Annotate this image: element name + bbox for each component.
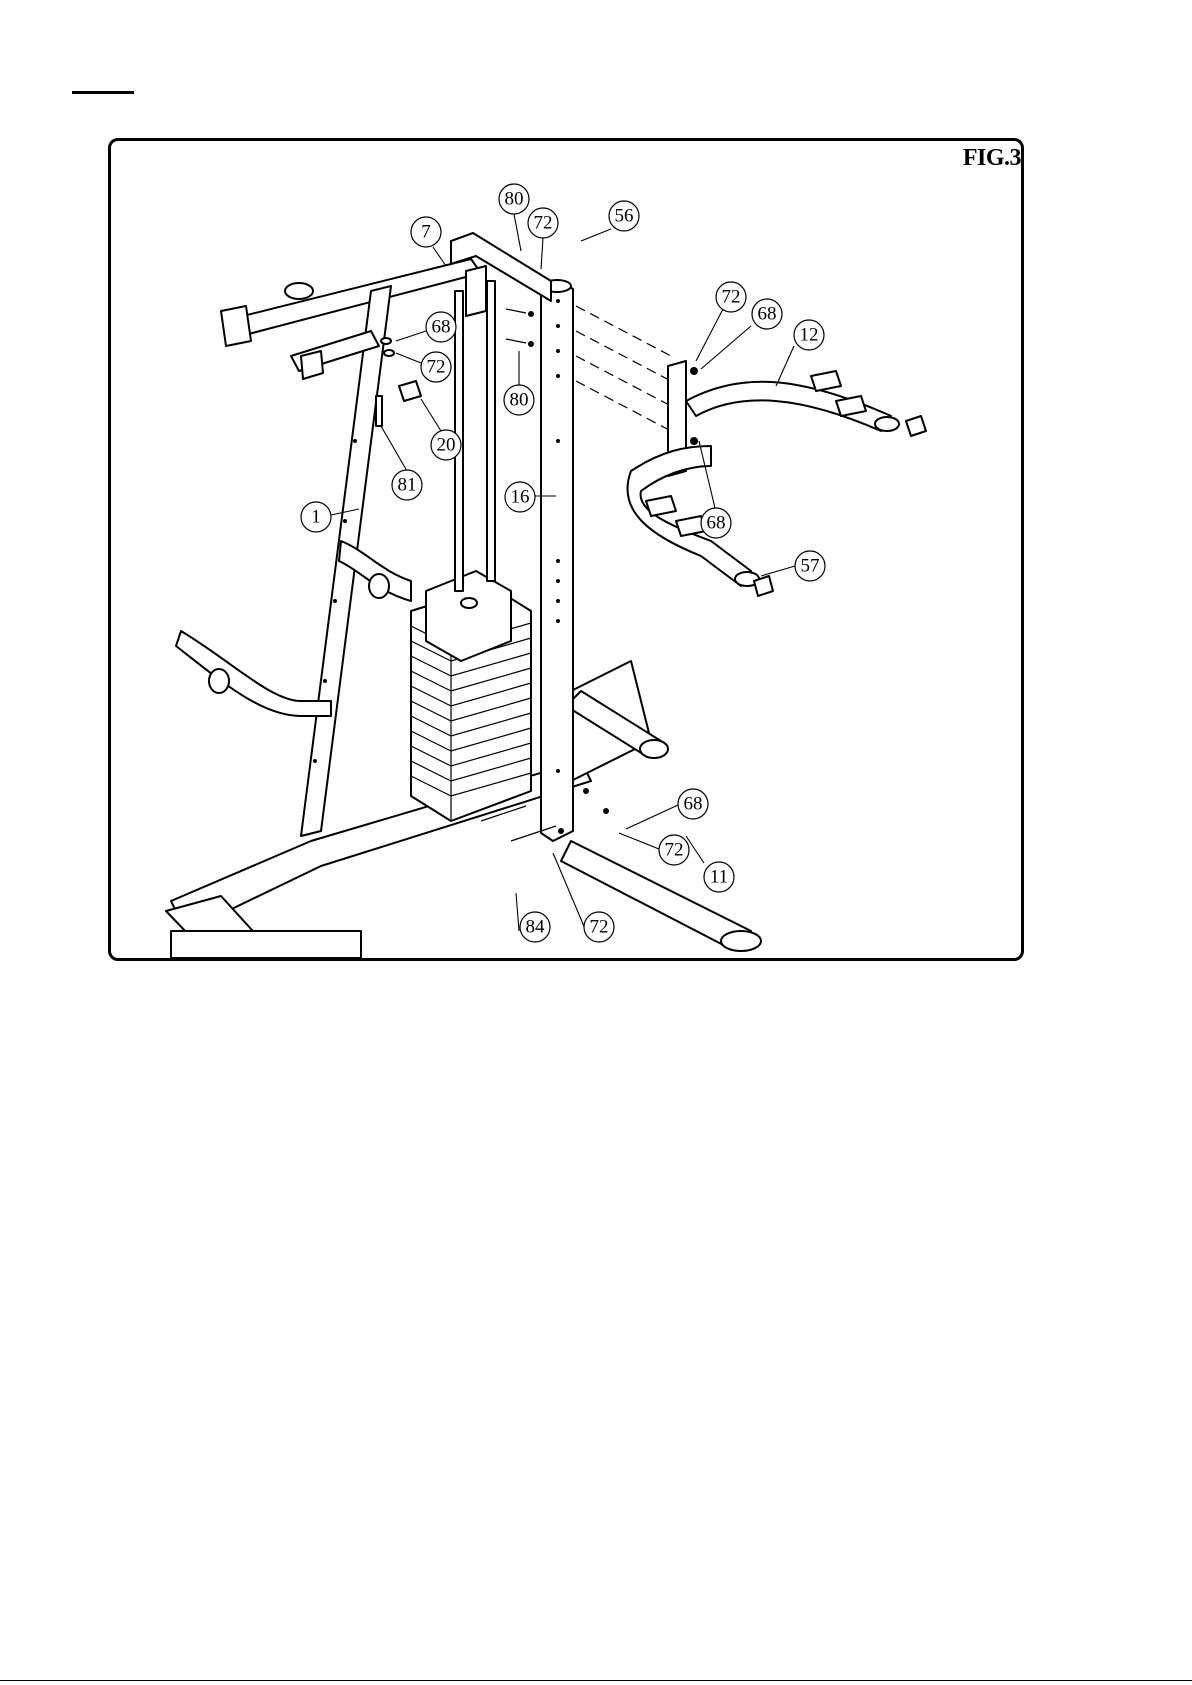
svg-text:57: 57 xyxy=(801,556,820,577)
svg-text:81: 81 xyxy=(398,475,417,496)
svg-text:12: 12 xyxy=(800,325,819,346)
svg-text:72: 72 xyxy=(722,287,741,308)
alignment-lines xyxy=(576,306,671,431)
callout-68-right-bottom: 68 xyxy=(701,508,731,538)
callout-68-right-top: 68 xyxy=(752,299,782,329)
page-heading-underline xyxy=(72,91,134,94)
figure-frame: FIG.3 xyxy=(108,138,1024,961)
svg-text:80: 80 xyxy=(510,390,529,411)
svg-text:68: 68 xyxy=(684,794,703,815)
callout-80-lower: 80 xyxy=(504,385,534,415)
callout-57: 57 xyxy=(795,551,825,581)
callout-72-right: 72 xyxy=(716,282,746,312)
callout-72-left: 72 xyxy=(421,352,451,382)
guide-rods xyxy=(455,281,495,591)
svg-text:72: 72 xyxy=(534,213,553,234)
callout-68-left: 68 xyxy=(426,312,456,342)
svg-text:72: 72 xyxy=(427,357,446,378)
callout-72-base-right: 72 xyxy=(659,835,689,865)
svg-text:1: 1 xyxy=(311,507,321,528)
svg-text:20: 20 xyxy=(437,435,456,456)
callout-16: 16 xyxy=(505,482,535,512)
upright-bolts xyxy=(506,309,534,347)
callout-56: 56 xyxy=(609,201,639,231)
seat-frame-12 xyxy=(627,361,926,596)
svg-text:68: 68 xyxy=(707,513,726,534)
weight-stack xyxy=(411,571,531,821)
svg-text:7: 7 xyxy=(421,222,431,243)
callout-84: 84 xyxy=(520,912,550,942)
svg-text:72: 72 xyxy=(590,917,609,938)
callout-72-base-bottom: 72 xyxy=(584,912,614,942)
svg-text:80: 80 xyxy=(505,189,524,210)
callout-7: 7 xyxy=(411,217,441,247)
callout-68-base: 68 xyxy=(678,789,708,819)
exploded-assembly-diagram: 80 72 56 7 68 72 80 20 81 1 16 xyxy=(111,141,1021,958)
svg-text:68: 68 xyxy=(432,317,451,338)
svg-text:56: 56 xyxy=(615,206,634,227)
svg-text:11: 11 xyxy=(710,867,728,888)
left-handles xyxy=(176,541,411,716)
svg-text:72: 72 xyxy=(665,840,684,861)
callout-20: 20 xyxy=(431,430,461,460)
callout-12: 12 xyxy=(794,320,824,350)
callout-11: 11 xyxy=(704,862,734,892)
callout-80-top: 80 xyxy=(499,184,529,214)
svg-text:68: 68 xyxy=(758,304,777,325)
svg-text:16: 16 xyxy=(511,487,530,508)
upright-16 xyxy=(541,280,573,841)
callout-81: 81 xyxy=(392,470,422,500)
callout-1: 1 xyxy=(301,502,331,532)
page-footer-rule xyxy=(0,1680,1192,1681)
svg-text:84: 84 xyxy=(526,917,546,938)
callout-72-top: 72 xyxy=(528,208,558,238)
